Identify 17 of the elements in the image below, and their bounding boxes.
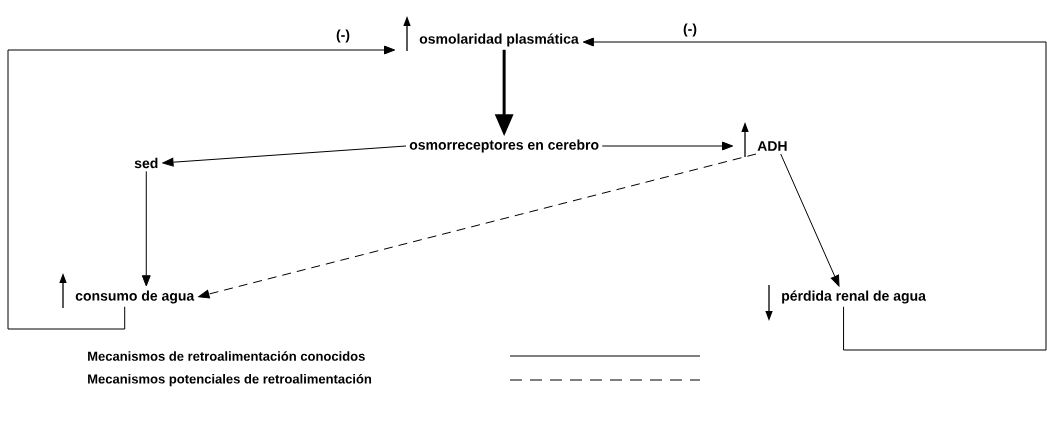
text-label: ADH	[757, 141, 787, 151]
text-label: sed	[134, 157, 158, 169]
arrow	[7, 45, 396, 330]
text-label: pérdida renal de agua	[782, 290, 926, 304]
edge-label: (-)	[682, 22, 698, 38]
text-label: osmolaridad plasmática	[419, 33, 579, 47]
edge-label: (-)	[335, 28, 351, 44]
arrow	[141, 170, 151, 287]
arrow	[601, 141, 734, 151]
legend-text: Mecanismos potenciales de retroalimentación	[88, 373, 372, 387]
arrow	[582, 37, 1047, 351]
text-label: consumo de agua	[75, 290, 195, 304]
arrow	[780, 153, 840, 287]
legend-text: Mecanismos de retroalimentación conocidos	[88, 351, 365, 361]
text-label: osmorreceptores en cerebro	[409, 139, 599, 153]
arrow	[198, 153, 757, 299]
arrow	[162, 145, 407, 167]
